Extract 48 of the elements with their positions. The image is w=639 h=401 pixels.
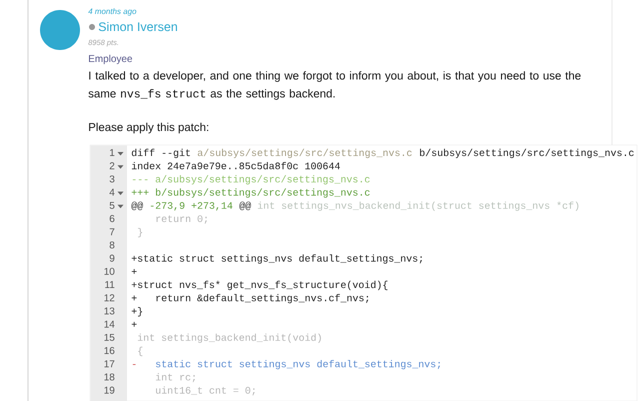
code-text: @@ (239, 202, 251, 210)
code-text: uint16_t cnt = 0; (156, 386, 255, 396)
line-number: 2 (110, 162, 114, 170)
line-number: 18 (104, 373, 114, 380)
code-text: --- a/subsys/settings/src/settings_nvs.c (132, 175, 370, 184)
line-number: 14 (104, 320, 115, 328)
code-text: +++ b/subsys/settings/src/settings_nvs.c (132, 188, 370, 198)
line-number: 1 (110, 149, 114, 156)
line-number: 10 (104, 268, 114, 275)
code-text: b/subsys/settings/src/settings_nvs.c (420, 148, 634, 158)
code-text: index 24e7a9e79e..85c5da8f0c 100644 (132, 162, 340, 170)
paragraph: Please apply this patch: (89, 122, 208, 134)
code-text: -273,9 +273,14 (150, 202, 232, 211)
code-text: } (138, 228, 142, 238)
code-text: + (132, 322, 137, 327)
author-name: Simon Iversen (98, 22, 177, 32)
line-number: 4 (110, 188, 115, 196)
line-number: 6 (110, 215, 114, 222)
code-text: int rc; (156, 373, 195, 382)
paragraph: I talked to a developer, and one thing we forgot to inform you about, is that you need to use the same nvs_fs struct as the settings backend. (88, 71, 581, 100)
code-text: { (138, 346, 142, 356)
line-number: 3 (110, 175, 114, 182)
code-text: a/subsys/settings/src/settings_nvs.c (198, 148, 412, 158)
role-label: Employee (89, 54, 132, 64)
line-number: 11 (105, 281, 114, 288)
code-text: +static struct settings_nvs default_settings_nvs; (132, 254, 422, 264)
code-text: + (132, 295, 137, 300)
line-number: 19 (104, 386, 114, 394)
code-text: int settings_nvs_backend_init(struct settings_nvs *cf) (258, 202, 578, 211)
code-text: static struct settings_nvs default_settings_nvs; (156, 360, 440, 370)
line-number: 5 (110, 202, 114, 209)
line-number: 16 (104, 347, 114, 354)
code-text: +struct nvs_fs* get_nvs_fs_structure(void){ (132, 280, 388, 290)
code-text: int settings_backend_init(void) (138, 334, 321, 343)
code-text: return &default_settings_nvs.cf_nvs; (156, 294, 368, 304)
line-number: 15 (104, 334, 114, 341)
line-number: 13 (104, 307, 114, 314)
line-number: 12 (104, 294, 114, 302)
line-number: 8 (110, 241, 114, 248)
line-number: 17 (104, 360, 114, 368)
code-text: @@ (131, 202, 143, 210)
code-text: return 0; (156, 215, 207, 224)
code-text: diff --git (132, 148, 190, 158)
code-text: + (132, 269, 137, 274)
code-text: - (132, 364, 136, 365)
code-text: +} (132, 307, 142, 316)
line-number: 7 (110, 228, 114, 236)
line-number: 9 (110, 254, 114, 262)
